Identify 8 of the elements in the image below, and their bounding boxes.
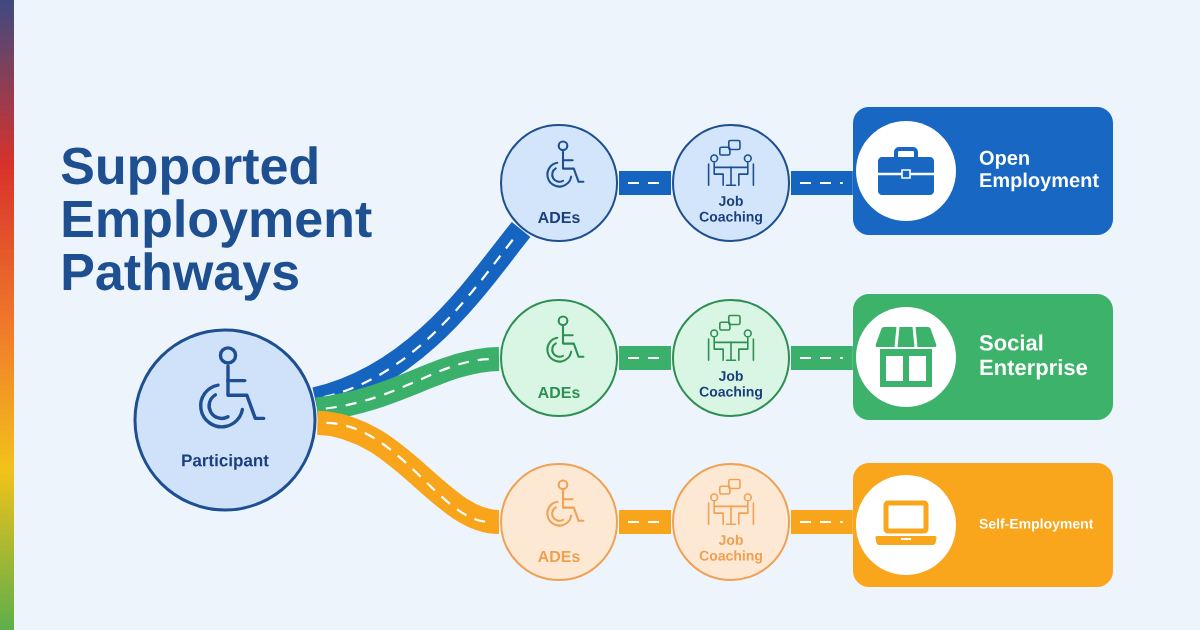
road <box>791 510 853 534</box>
title: Supported Employment Pathways <box>61 146 372 301</box>
road <box>791 346 853 370</box>
road <box>791 171 853 195</box>
road <box>315 410 501 534</box>
road <box>619 510 671 534</box>
road <box>619 346 671 370</box>
road <box>619 171 671 195</box>
